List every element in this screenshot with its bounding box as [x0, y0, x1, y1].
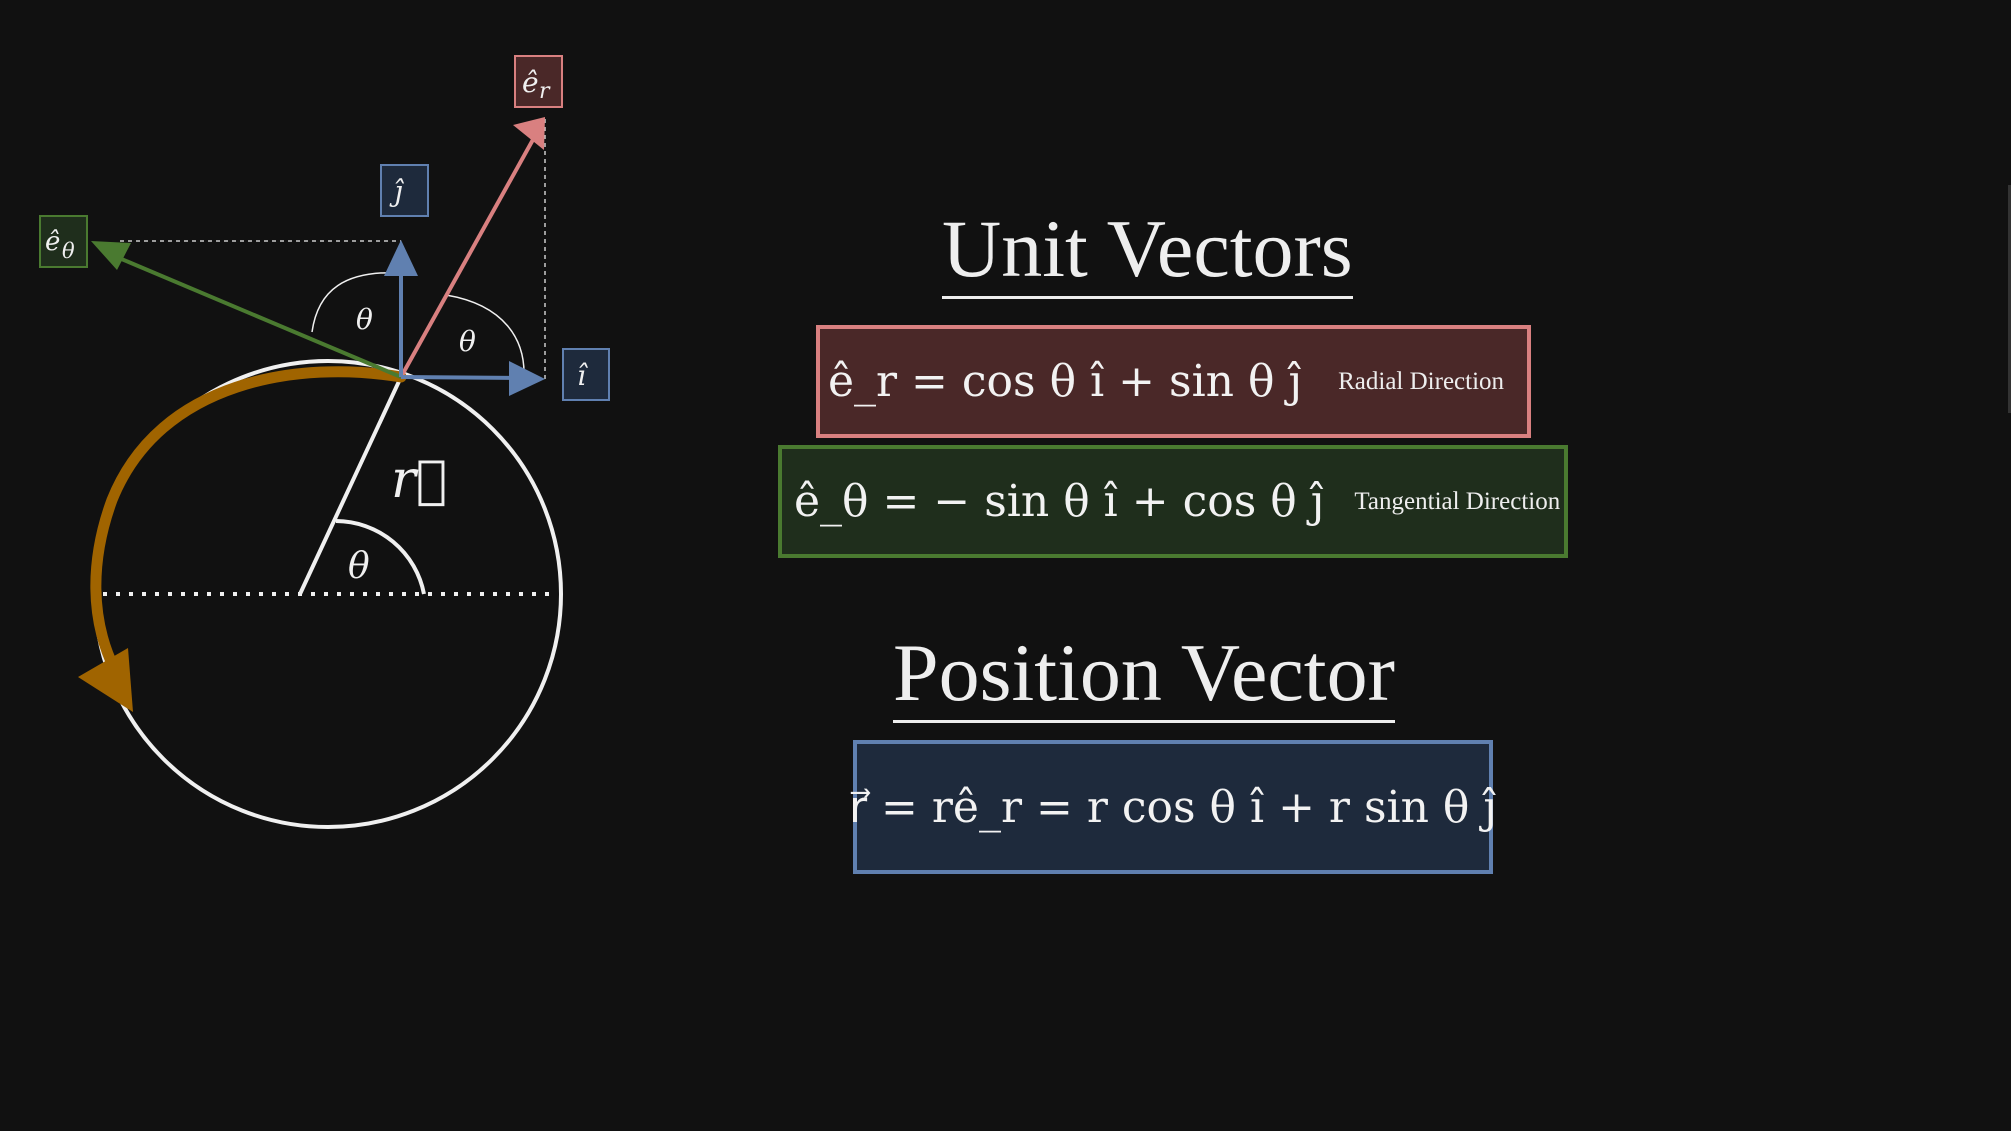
- i-hat-label: î: [577, 359, 588, 392]
- e-theta-arrow-head: [91, 241, 131, 270]
- position-vector-heading: Position Vector: [893, 632, 1395, 723]
- position-equation: r⃗ = rê_r = r cos θ î + r sin θ ĵ: [848, 781, 1498, 833]
- e-theta-label: ê: [45, 227, 60, 257]
- e-r-label-subscript: r: [539, 79, 551, 104]
- position-vector-line: [298, 376, 403, 595]
- theta-label-top-left: θ: [356, 303, 373, 336]
- e-r-arrow-head: [513, 117, 545, 150]
- scrollbar[interactable]: [2008, 185, 2011, 413]
- e-r-label-box: ê r: [514, 55, 563, 108]
- radial-equation-box: ê_r = cos θ î + sin θ ĵ Radial Direction: [816, 325, 1531, 438]
- e-theta-label-subscript: θ: [62, 239, 75, 263]
- unit-vectors-heading: Unit Vectors: [942, 208, 1353, 299]
- top-right-theta-arc: [445, 294, 525, 377]
- e-r-vector: [399, 135, 537, 378]
- center-theta-arc: [335, 519, 426, 595]
- position-vector-label: r⃗: [391, 450, 447, 510]
- radial-direction-label: Radial Direction: [1338, 367, 1505, 395]
- j-hat-arrow-head: [384, 240, 418, 276]
- i-hat-vector: [400, 375, 526, 380]
- e-r-label: ê: [522, 66, 539, 99]
- tangential-direction-label: Tangential Direction: [1354, 487, 1561, 515]
- tangential-equation-box: ê_θ = − sin θ î + cos θ ĵ Tangential Dir…: [778, 445, 1568, 558]
- e-theta-vector: [111, 253, 402, 379]
- j-hat-label-box: ĵ: [380, 164, 429, 217]
- i-hat-label-box: î: [562, 348, 610, 401]
- i-hat-arrow-head: [509, 361, 545, 396]
- position-equation-box: r⃗ = rê_r = r cos θ î + r sin θ ĵ: [849, 740, 1497, 874]
- theta-label-top-right: θ: [459, 325, 476, 358]
- top-left-theta-arc: [311, 271, 402, 333]
- polar-unit-vector-diagram: ê r ĵ ê θ î θ θ θ r⃗: [39, 55, 610, 829]
- motion-arrow-head: [78, 648, 133, 712]
- radial-equation: ê_r = cos θ î + sin θ ĵ: [828, 356, 1303, 407]
- e-theta-label-box: ê θ: [39, 215, 88, 268]
- tangential-equation: ê_θ = − sin θ î + cos θ ĵ: [794, 476, 1325, 527]
- theta-label-center: θ: [348, 546, 370, 587]
- motion-direction-arc: [90, 366, 407, 676]
